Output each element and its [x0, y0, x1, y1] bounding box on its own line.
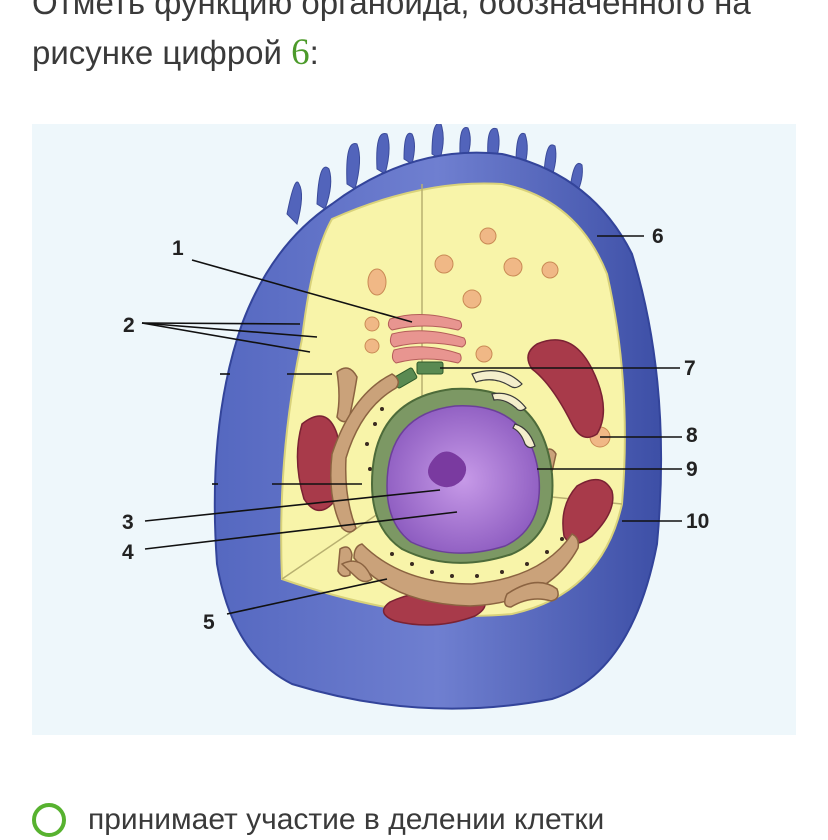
- label-8: 8: [686, 424, 698, 447]
- label-3: 3: [122, 511, 134, 534]
- question-text: Отметь функцию органоида, обозначенного …: [32, 0, 792, 78]
- question-suffix: :: [309, 34, 319, 71]
- nucleolus: [428, 451, 467, 488]
- label-1: 1: [172, 237, 184, 260]
- question-number: 6: [291, 32, 310, 73]
- answer-option-1[interactable]: принимает участие в делении клетки: [32, 800, 828, 840]
- label-6: 6: [652, 225, 664, 248]
- label-4: 4: [122, 541, 134, 564]
- microvilli: [286, 124, 583, 225]
- label-5: 5: [203, 611, 215, 634]
- cell-illustration: 1 2 6 7 8 9 10 3 4 5: [122, 124, 709, 710]
- label-2: 2: [123, 314, 135, 337]
- label-10: 10: [686, 510, 709, 533]
- mitochondria: [296, 339, 614, 626]
- golgi-apparatus: [387, 313, 467, 364]
- radio-button[interactable]: [32, 803, 66, 837]
- question-body: Отметь функцию органоида, обозначенного …: [32, 0, 751, 71]
- lysosomes: [364, 227, 611, 448]
- label-7: 7: [684, 357, 696, 380]
- label-9: 9: [686, 458, 698, 481]
- answer-option-label: принимает участие в делении клетки: [88, 803, 605, 836]
- cell-diagram: 1 2 6 7 8 9 10 3 4 5: [32, 124, 796, 735]
